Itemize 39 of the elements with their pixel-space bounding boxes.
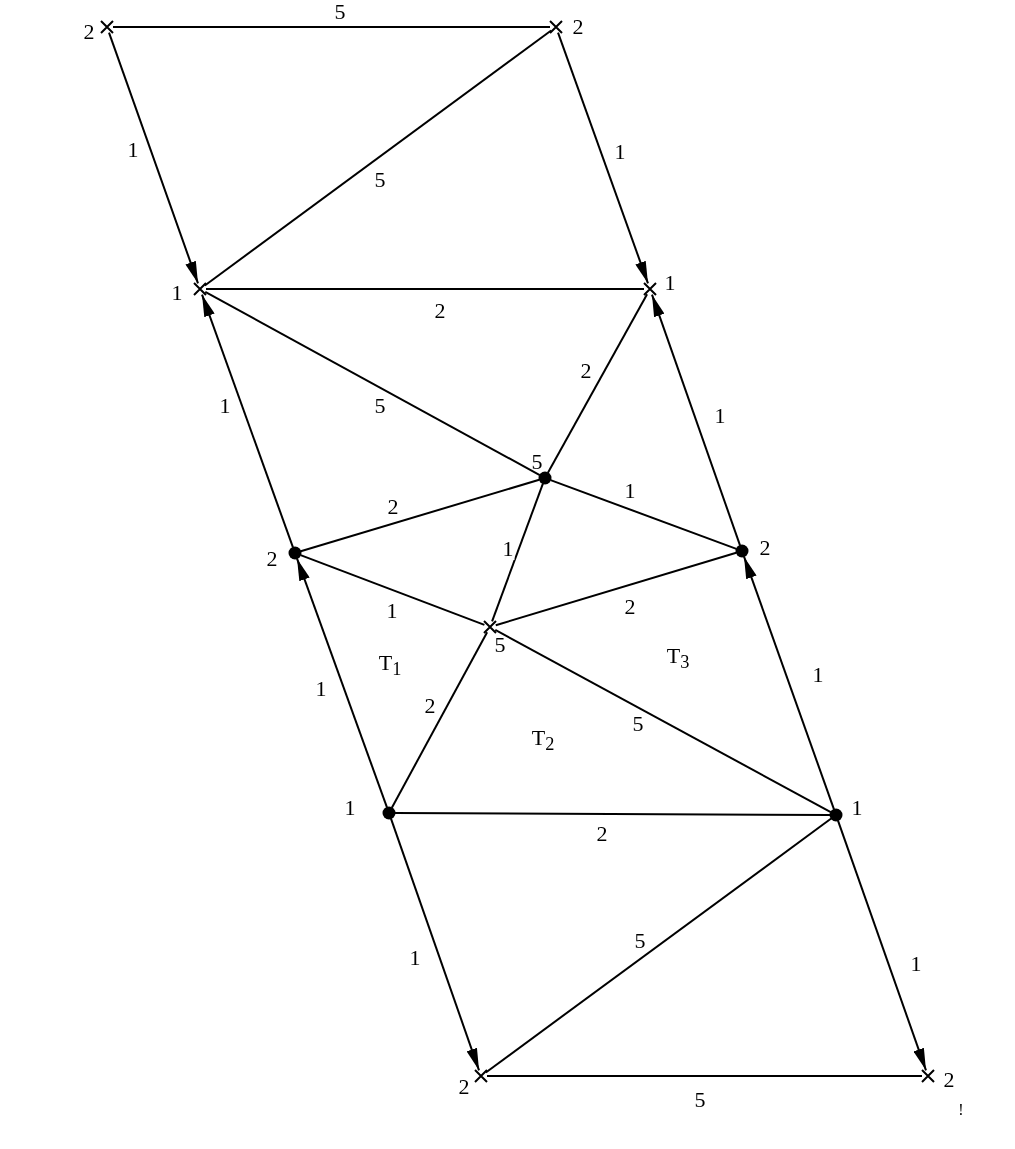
vertex-number: 1 — [664, 272, 676, 294]
line — [203, 29, 553, 287]
vertex-number: 1 — [344, 797, 356, 819]
line — [394, 812, 831, 816]
arrow — [651, 293, 741, 547]
arrow — [837, 819, 927, 1072]
vertex-number: 2 — [458, 1076, 470, 1098]
line — [484, 817, 833, 1074]
line — [491, 482, 544, 623]
arrow — [557, 31, 649, 285]
region-label: T$_{1}$ — [378, 651, 402, 679]
vertex-number: 5 — [494, 634, 506, 656]
line — [299, 478, 541, 553]
arrow — [743, 555, 835, 811]
region-label: ! — [958, 1102, 964, 1118]
vertex-number: 2 — [759, 537, 771, 559]
line — [204, 290, 541, 477]
line — [205, 288, 645, 290]
line — [486, 1075, 923, 1077]
line — [299, 554, 486, 626]
arrow — [201, 293, 294, 549]
line — [546, 293, 649, 474]
line — [494, 628, 832, 814]
line — [390, 631, 489, 809]
line — [112, 26, 551, 28]
vertex-number: 2 — [943, 1069, 955, 1091]
vertex-number: 1 — [851, 797, 863, 819]
vertex-number: 1 — [171, 282, 183, 304]
arrow — [296, 557, 388, 809]
line — [549, 479, 738, 550]
arrow — [108, 31, 199, 285]
vertex-number: 2 — [83, 21, 95, 43]
region-label: T$_{3}$ — [666, 644, 690, 672]
region-label: T$_{2}$ — [531, 726, 555, 754]
line — [494, 551, 738, 627]
vertex-number: 2 — [266, 548, 278, 570]
arrow — [390, 817, 480, 1072]
vertex-number: 2 — [572, 16, 584, 38]
vertex-number: 5 — [531, 451, 543, 473]
